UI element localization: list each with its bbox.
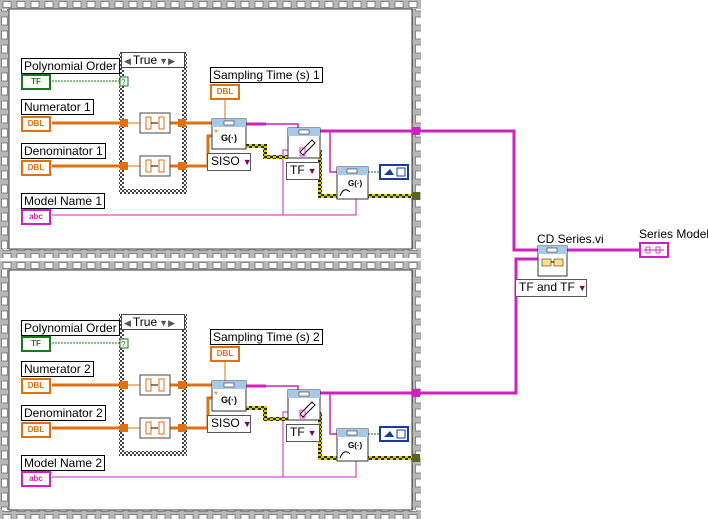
model-name-label: Model Name 1 [21,193,106,209]
chevron-down-icon: ▼ [577,283,587,293]
denominator-control[interactable]: DBL [21,422,51,438]
numerator-label: Numerator 1 [21,99,94,115]
cd-draw-model-2[interactable]: G(·) [336,428,369,462]
case-value: True [132,315,158,329]
tf-selector-value: TF [290,425,305,439]
chevron-down-icon: ▼ [307,428,317,438]
svg-text:G(·): G(·) [348,179,363,188]
case-prev-icon[interactable]: ◀ [124,318,131,328]
siso-selector-value: SISO [211,154,240,168]
svg-text:?: ? [121,78,126,87]
cd-construct-tf-2[interactable]: G(·) * [211,380,247,412]
model-name-label: Model Name 2 [21,455,106,471]
cd-construct-tf-1[interactable]: G(·) * [211,118,247,150]
case-menu-icon[interactable]: ▼▶ [159,56,175,66]
chevron-down-icon: ▼ [307,166,317,176]
cd-set-model-name-1[interactable] [287,127,321,159]
chevron-down-icon: ▼ [242,157,252,167]
model-name-control[interactable]: abc [21,471,51,487]
tf-selector-value: TF [290,163,305,177]
wires-frame-2 [52,342,416,478]
model-name-control[interactable]: abc [21,209,51,225]
polynomial-order-control[interactable]: TF [21,74,51,90]
series-type-selector[interactable]: TF and TF▼ [515,279,587,297]
wires-series [416,129,640,395]
svg-text:G(·): G(·) [221,395,237,405]
svg-text:G(·): G(·) [348,441,363,450]
case-selector-2[interactable]: ◀True▼▶ [121,314,185,330]
denominator-label: Denominator 1 [21,143,106,159]
denominator-label: Denominator 2 [21,405,106,421]
case-selector-1[interactable]: ◀True▼▶ [121,52,185,68]
sampling-time-control[interactable]: DBL [210,346,240,362]
tf-selector-1[interactable]: TF▼ [286,162,320,180]
sampling-time-label: Sampling Time (s) 1 [210,67,323,83]
case-menu-icon[interactable]: ▼▶ [159,318,175,328]
cd-draw-model-1[interactable]: G(·) [336,166,369,200]
sampling-time-control[interactable]: DBL [210,84,240,100]
wires-frame-1 [52,80,416,216]
series-model-label: Series Model [639,227,708,241]
case-value: True [132,53,158,67]
cd-series-node[interactable] [537,245,568,277]
sampling-time-label: Sampling Time (s) 2 [210,329,323,345]
tunnels: ? ? [119,76,420,462]
svg-text:*: * [214,128,218,139]
series-type-value: TF and TF [519,280,575,294]
polynomial-order-label: Polynomial Order [21,320,120,336]
build-array-nodes[interactable] [139,112,171,439]
tf-selector-2[interactable]: TF▼ [286,424,320,442]
siso-selector-value: SISO [211,416,240,430]
chevron-down-icon: ▼ [242,419,252,429]
equation-display-2[interactable] [379,426,409,442]
siso-selector-2[interactable]: SISO▼ [207,415,252,433]
case-prev-icon[interactable]: ◀ [124,56,131,66]
sequence-frame-1 [0,0,421,258]
cd-set-model-name-2[interactable] [287,389,321,421]
siso-selector-1[interactable]: SISO▼ [207,153,252,171]
numerator-label: Numerator 2 [21,361,94,377]
sequence-frame-2 [0,261,421,519]
equation-display-1[interactable] [379,164,409,180]
svg-text:*: * [214,390,218,401]
polynomial-order-label: Polynomial Order [21,58,120,74]
series-model-indicator[interactable] [639,242,669,258]
numerator-control[interactable]: DBL [21,378,51,394]
cd-series-label: CD Series.vi [537,232,604,246]
svg-text:G(·): G(·) [221,133,237,143]
denominator-control[interactable]: DBL [21,160,51,176]
svg-text:?: ? [121,340,126,349]
numerator-control[interactable]: DBL [21,116,51,132]
polynomial-order-control[interactable]: TF [21,336,51,352]
